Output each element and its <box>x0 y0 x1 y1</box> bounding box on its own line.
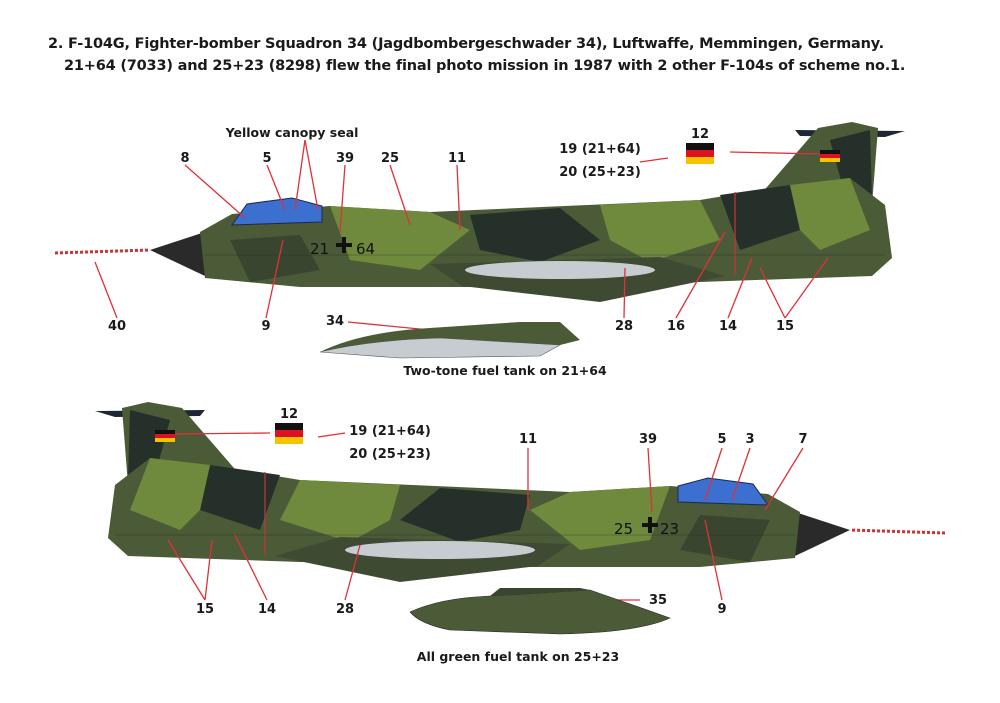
callout-28: 28 <box>615 319 633 334</box>
callout-12: 12 <box>280 407 298 422</box>
callout-19: 19 (21+64) <box>349 424 431 439</box>
callout-8: 8 <box>180 151 189 166</box>
callout-16: 16 <box>667 319 685 334</box>
tank-caption-top: Two-tone fuel tank on 21+64 <box>403 363 607 378</box>
callout-5: 5 <box>717 432 726 447</box>
callout-14: 14 <box>258 602 276 617</box>
code-left: 25 <box>614 520 633 538</box>
aircraft-21-64: 21 64 <box>53 120 907 304</box>
code-right: 64 <box>356 240 375 258</box>
tank-caption-bottom: All green fuel tank on 25+23 <box>417 649 619 664</box>
callout-20: 20 (25+23) <box>349 447 431 462</box>
callout-11: 11 <box>519 432 537 447</box>
top-callout-leads <box>94 139 829 331</box>
tail-flag-icon <box>820 150 840 162</box>
callout-11: 11 <box>448 151 466 166</box>
callout-14: 14 <box>719 319 737 334</box>
callout-3: 3 <box>745 432 754 447</box>
balkenkreuz-icon <box>642 517 658 533</box>
callout-15: 15 <box>196 602 214 617</box>
callout-25: 25 <box>381 151 399 166</box>
callout-35: 35 <box>649 593 667 608</box>
callout-yellow-canopy-seal: Yellow canopy seal <box>225 125 359 140</box>
code-right: 23 <box>660 520 679 538</box>
callout-12: 12 <box>691 127 709 142</box>
german-flag-icon <box>275 423 303 444</box>
title-line-1: 2. F-104G, Fighter-bomber Squadron 34 (J… <box>48 36 884 52</box>
callout-20: 20 (25+23) <box>559 165 641 180</box>
callout-9: 9 <box>261 319 270 334</box>
title-line-2: 21+64 (7033) and 25+23 (8298) flew the f… <box>64 58 906 74</box>
callout-9: 9 <box>717 602 726 617</box>
german-flag-icon <box>686 143 714 164</box>
callout-40: 40 <box>108 319 126 334</box>
callout-19: 19 (21+64) <box>559 142 641 157</box>
bottom-callout-leads <box>167 432 804 601</box>
tail-flag-icon <box>155 430 175 442</box>
callout-34: 34 <box>326 314 344 329</box>
aircraft-25-23: 25 23 <box>93 400 947 584</box>
callout-39: 39 <box>336 151 354 166</box>
callout-28: 28 <box>336 602 354 617</box>
callout-39: 39 <box>639 432 657 447</box>
balkenkreuz-icon <box>336 237 352 253</box>
two-tone-fuel-tank <box>319 322 580 359</box>
callout-5: 5 <box>262 151 271 166</box>
callout-7: 7 <box>798 432 807 447</box>
callout-15: 15 <box>776 319 794 334</box>
all-green-fuel-tank <box>409 588 671 635</box>
code-left: 21 <box>310 240 329 258</box>
